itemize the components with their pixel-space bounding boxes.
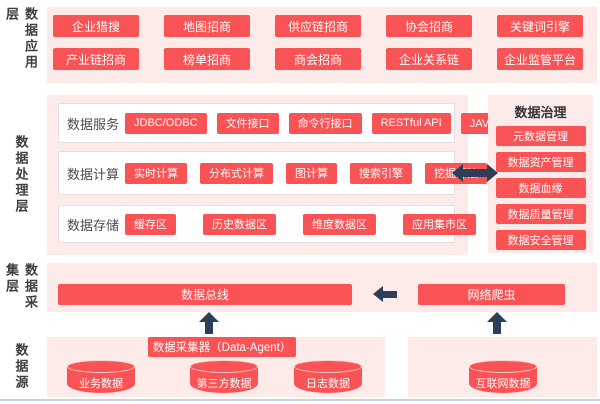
app-node: 商会招商 <box>275 48 361 70</box>
process-node: 图计算 <box>286 162 337 184</box>
process-node: 分布式计算 <box>200 162 273 184</box>
layer-label-source: 数据源 <box>13 343 29 391</box>
governance-title: 数据治理 <box>514 105 567 120</box>
collection-layer-panel: 数据总线 网络爬虫 <box>47 263 597 312</box>
group-label: 数据计算 <box>67 166 120 182</box>
cylinder-label: 业务数据 <box>79 378 123 390</box>
process-node: 文件接口 <box>216 112 279 134</box>
layer-label-application: 数据应用层 <box>4 7 38 71</box>
process-node: 实时计算 <box>125 162 187 184</box>
app-node: 关键词引擎 <box>497 15 583 37</box>
application-layer-panel: 企业猎搜 地图招商 供应链招商 协会招商 关键词引擎 产业链招商 榜单招商 商会… <box>47 7 597 83</box>
cylinder-label: 第三方数据 <box>196 378 252 390</box>
cylinder-label: 互联网数据 <box>475 378 531 390</box>
data-storage-group: 数据存储 缓存区 历史数据区 维度数据区 应用集市区 <box>58 205 476 243</box>
layer-label-processing: 数据处理层 <box>13 135 29 215</box>
crawler-node: 网络爬虫 <box>418 284 565 305</box>
processing-layer-panel: 数据服务 JDBC/ODBC 文件接口 命令行接口 RESTful API JA… <box>47 95 564 255</box>
process-node: 缓存区 <box>125 213 176 235</box>
application-row: 企业猎搜 地图招商 供应链招商 协会招商 关键词引擎 <box>53 15 583 37</box>
cylinder-top-icon <box>67 360 135 373</box>
group-nodes: 缓存区 历史数据区 维度数据区 应用集市区 <box>125 213 476 235</box>
page-bottom-divider <box>0 399 600 401</box>
left-arrow-icon <box>373 286 397 303</box>
app-node: 协会招商 <box>386 15 472 37</box>
database-cylinder: 业务数据 <box>67 360 135 394</box>
process-node: 搜索引擎 <box>350 162 412 184</box>
governance-node: 数据质量管理 <box>495 204 586 224</box>
cylinder-top-icon <box>294 360 362 373</box>
governance-node: 元数据管理 <box>495 126 586 146</box>
group-label: 数据存储 <box>67 217 120 233</box>
app-node: 供应链招商 <box>275 15 361 37</box>
app-node: 地图招商 <box>164 15 250 37</box>
process-node: 历史数据区 <box>203 213 276 235</box>
process-node: RESTful API <box>371 112 451 134</box>
group-nodes: 实时计算 分布式计算 图计算 搜索引擎 挖掘算法 <box>125 162 487 184</box>
app-node: 产业链招商 <box>53 48 139 70</box>
governance-node: 数据资产管理 <box>495 152 586 172</box>
governance-panel: 数据治理 元数据管理 数据资产管理 数据血缘 数据质量管理 数据安全管理 <box>488 95 593 253</box>
data-service-group: 数据服务 JDBC/ODBC 文件接口 命令行接口 RESTful API JA… <box>58 103 564 143</box>
up-arrow-icon <box>199 312 219 334</box>
data-compute-group: 数据计算 实时计算 分布式计算 图计算 搜索引擎 挖掘算法 <box>58 151 487 195</box>
application-row: 产业链招商 榜单招商 商会招商 企业关系链 企业监管平台 <box>53 48 583 70</box>
process-node: JDBC/ODBC <box>125 112 207 134</box>
up-arrow-icon <box>487 312 507 334</box>
governance-node: 数据血缘 <box>495 178 586 198</box>
governance-node: 数据安全管理 <box>495 230 586 250</box>
data-agent-node: 数据采集器（Data-Agent） <box>148 337 296 357</box>
database-cylinder: 日志数据 <box>294 360 362 394</box>
app-node: 企业监管平台 <box>497 48 583 70</box>
app-node: 企业猎搜 <box>53 15 139 37</box>
database-cylinder: 第三方数据 <box>190 360 258 394</box>
cylinder-label: 日志数据 <box>306 378 350 390</box>
cylinder-top-icon <box>469 360 537 373</box>
data-bus-node: 数据总线 <box>58 284 352 305</box>
process-node: 维度数据区 <box>303 213 376 235</box>
database-cylinder: 互联网数据 <box>469 360 537 394</box>
group-label: 数据服务 <box>67 116 120 132</box>
cylinder-top-icon <box>190 360 258 373</box>
app-node: 榜单招商 <box>164 48 250 70</box>
app-node: 企业关系链 <box>386 48 472 70</box>
layer-label-collection: 数据采集层 <box>4 263 38 311</box>
process-node: 命令行接口 <box>288 112 362 134</box>
bidirectional-arrow-icon <box>452 163 498 183</box>
process-node: 应用集市区 <box>403 213 476 235</box>
